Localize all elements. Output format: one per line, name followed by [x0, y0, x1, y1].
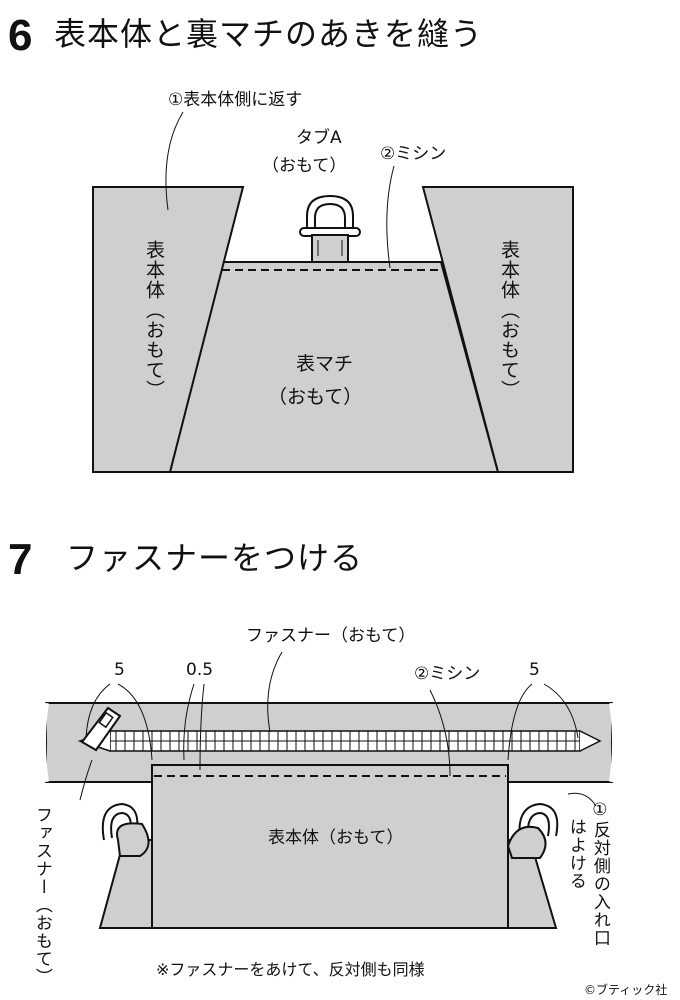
leader-gap-b: [199, 683, 205, 771]
leader-zipper: [267, 651, 283, 733]
callout-turn-label: ①表本体側に返す: [168, 90, 303, 110]
leader-turn: [165, 111, 184, 211]
dim-gap-label: 0.5: [186, 660, 214, 680]
step6-number: 6: [8, 11, 33, 60]
leader-sew: [386, 165, 395, 269]
right-vertical-label-2: はよける: [565, 818, 586, 890]
gusset-label-2: （おもて）: [268, 386, 363, 408]
step7-number: 7: [8, 535, 33, 584]
leader-dim-left: [117, 683, 153, 761]
left-body-panel: [92, 186, 245, 473]
zipper-pull-icon: [80, 706, 122, 752]
leader-dim-left-b: [85, 683, 111, 739]
left-panel-label: 表本体（おもて）: [142, 240, 165, 400]
left-vertical-label: ファスナー（おもて）: [31, 806, 52, 986]
credit: ©ブティック社: [584, 983, 668, 997]
leader-right-vertical: [567, 792, 597, 807]
dim-left-label: 5: [114, 660, 125, 680]
footnote: ※ファスナーをあけて、反対側も同様: [156, 960, 425, 979]
leader-left-vertical: [79, 759, 93, 801]
body-label: 表本体（おもて）: [268, 828, 404, 848]
left-tab-icon: [101, 802, 150, 857]
zipper-end-right: [579, 730, 602, 752]
leader-dim-right-b: [543, 683, 579, 739]
body-panel: [151, 764, 509, 929]
right-panel-label: 表本体（おもて）: [497, 240, 520, 400]
right-vertical-label-1: ①反対側の入れ口: [589, 800, 610, 947]
right-body-panel: [421, 186, 574, 473]
dim-right-label: 5: [529, 660, 540, 680]
zipper-label: ファスナー（おもて）: [246, 626, 416, 646]
leader-dim-right-a: [507, 683, 533, 761]
right-tab-icon: [506, 802, 559, 859]
gusset-label-1: 表マチ: [296, 353, 354, 375]
callout-tab-label-1: タブA: [296, 128, 342, 148]
callout-sew-label: ②ミシン: [380, 144, 447, 164]
tab-a-icon: [299, 194, 361, 263]
leader-gap-a: [183, 683, 195, 761]
step7-title: ファスナーをつける: [66, 539, 364, 577]
step6-diagram: [92, 111, 574, 473]
callout-tab-label-2: （おもて）: [262, 156, 347, 176]
step6-title: 表本体と裏マチのあきを縫う: [54, 15, 484, 53]
leader-sew7: [429, 689, 451, 777]
callout-sew7-label: ②ミシン: [414, 664, 481, 684]
